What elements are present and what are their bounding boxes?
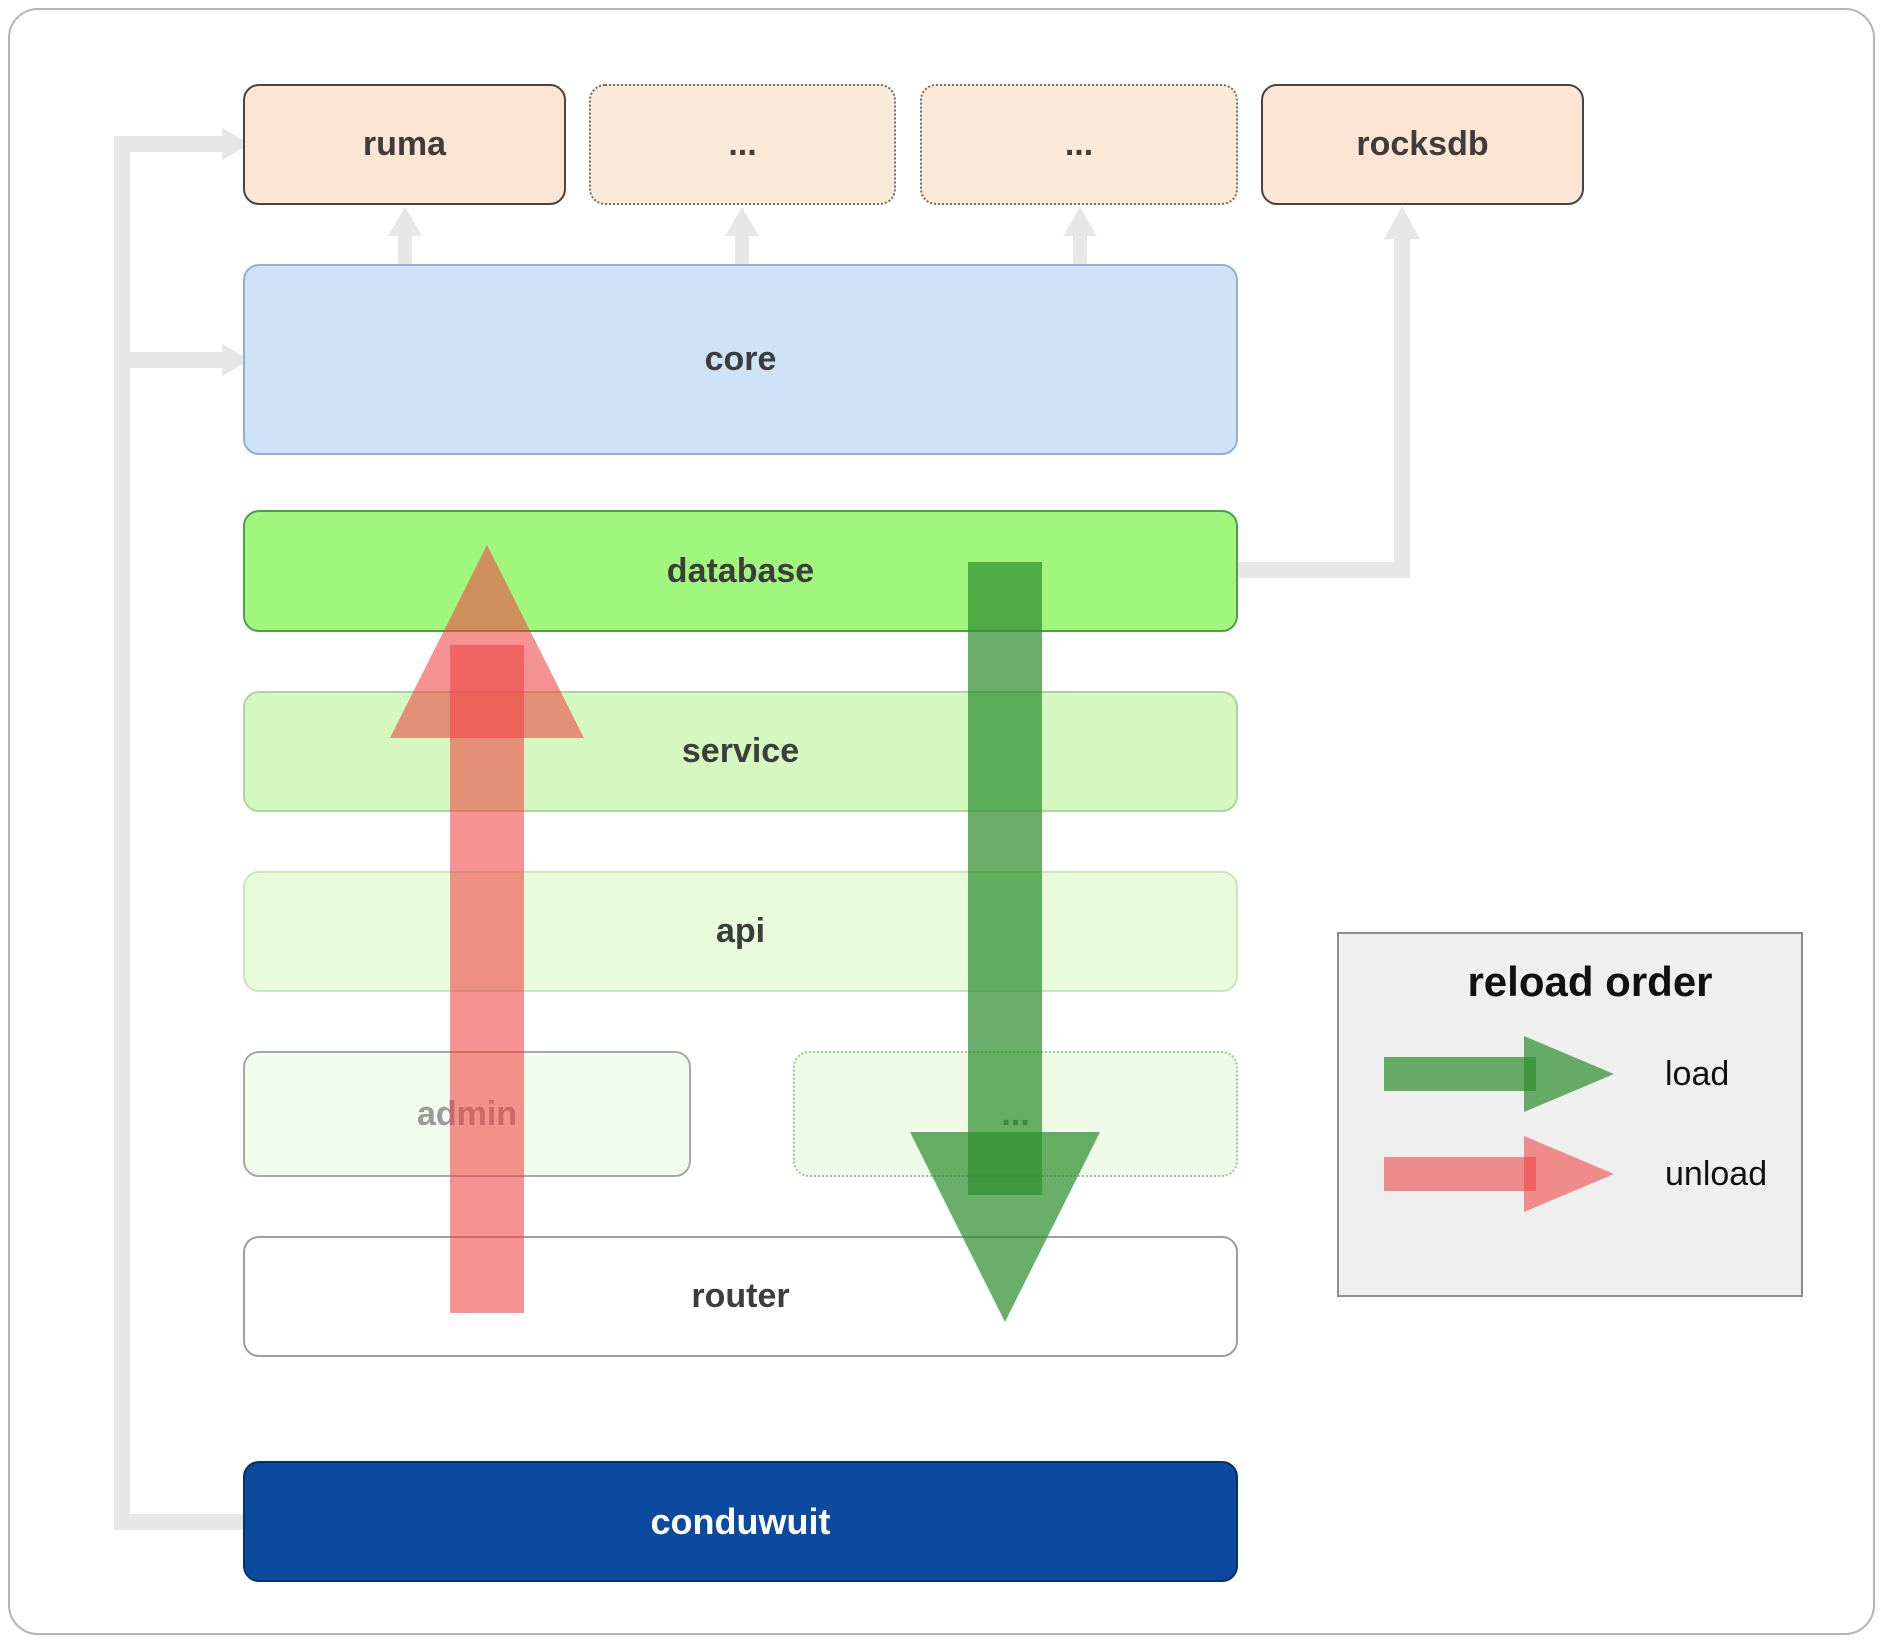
box-service: service bbox=[243, 691, 1238, 812]
box-ellipsis-mid: ... bbox=[793, 1051, 1238, 1177]
box-rocksdb: rocksdb bbox=[1261, 84, 1584, 205]
legend-label-load: load bbox=[1665, 1054, 1730, 1093]
box-router-label: router bbox=[691, 1277, 790, 1315]
box-admin: admin bbox=[243, 1051, 691, 1177]
box-ruma: ruma bbox=[243, 84, 566, 205]
box-router: router bbox=[243, 1236, 1238, 1357]
box-ellipsis-mid-label: ... bbox=[1001, 1094, 1030, 1133]
box-core: core bbox=[243, 264, 1238, 455]
box-core-label: core bbox=[704, 340, 777, 378]
diagram-border bbox=[8, 8, 1875, 1635]
legend-title: reload order bbox=[1467, 958, 1713, 1005]
box-ellipsis-top-1-label: ... bbox=[728, 125, 757, 163]
box-ellipsis-top-2: ... bbox=[920, 84, 1238, 205]
box-ruma-label: ruma bbox=[362, 125, 447, 163]
box-api: api bbox=[243, 871, 1238, 992]
box-conduwuit: conduwuit bbox=[243, 1461, 1238, 1582]
legend-row-load: load bbox=[1379, 1024, 1729, 1124]
box-rocksdb-label: rocksdb bbox=[1356, 125, 1489, 163]
load-legend-arrow-icon bbox=[1384, 1036, 1614, 1112]
box-ellipsis-top-1: ... bbox=[589, 84, 896, 205]
box-conduwuit-label: conduwuit bbox=[650, 1500, 831, 1542]
legend-label-unload: unload bbox=[1665, 1154, 1768, 1193]
unload-legend-arrow-icon bbox=[1384, 1136, 1614, 1212]
box-admin-label: admin bbox=[416, 1094, 518, 1133]
legend-row-unload: unload bbox=[1379, 1124, 1767, 1224]
box-database-label: database bbox=[666, 551, 815, 590]
box-api-label: api bbox=[715, 912, 766, 950]
box-database: database bbox=[243, 510, 1238, 632]
legend: reload order load unload bbox=[1337, 932, 1803, 1297]
box-ellipsis-top-2-label: ... bbox=[1064, 125, 1094, 163]
box-service-label: service bbox=[681, 732, 800, 770]
